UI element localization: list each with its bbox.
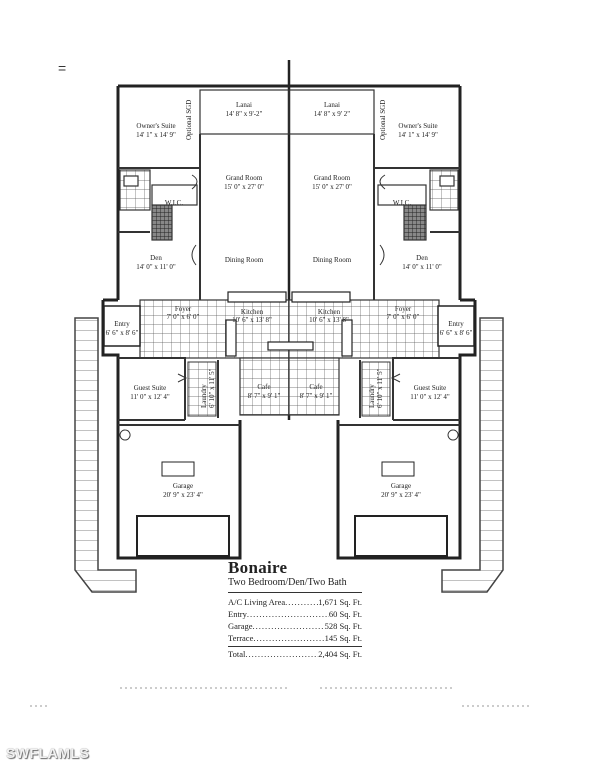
- svg-text:Owner's Suite: Owner's Suite: [398, 122, 437, 130]
- area-row: Terrace 145 Sq. Ft.: [228, 632, 362, 644]
- area-label: Entry: [228, 609, 247, 619]
- svg-text:15' 0" x 27' 0": 15' 0" x 27' 0": [224, 183, 264, 191]
- svg-text:11' 0" x 12' 4": 11' 0" x 12' 4": [130, 393, 170, 401]
- plan-subtitle: Two Bedroom/Den/Two Bath: [228, 577, 347, 588]
- area-value: 1,671 Sq. Ft.: [318, 597, 362, 607]
- svg-text:Owner's Suite: Owner's Suite: [136, 122, 175, 130]
- watermark: SWFLAMLS: [6, 745, 90, 761]
- svg-text:Entry: Entry: [114, 320, 130, 328]
- svg-text:Cafe: Cafe: [309, 383, 322, 391]
- area-value: 60 Sq. Ft.: [328, 609, 362, 619]
- svg-text:Foyer: Foyer: [175, 305, 192, 313]
- svg-text:W.I.C.: W.I.C.: [165, 199, 183, 207]
- svg-text:Garage: Garage: [391, 482, 411, 490]
- svg-text:10' 6" x 13' 8": 10' 6" x 13' 8": [232, 316, 272, 324]
- owners-suite-walls: [118, 134, 460, 300]
- lanai-area: [199, 89, 375, 135]
- area-value: 528 Sq. Ft.: [324, 621, 362, 631]
- svg-text:Foyer: Foyer: [395, 305, 412, 313]
- brick-walkways: [74, 317, 504, 593]
- tiled-floor: [139, 299, 440, 416]
- svg-text:Cafe: Cafe: [257, 383, 270, 391]
- svg-text:Kitchen: Kitchen: [241, 308, 264, 316]
- area-value: 145 Sq. Ft.: [324, 633, 362, 643]
- area-row: A/C Living Area 1,671 Sq. Ft.: [228, 596, 362, 608]
- svg-text:Laundry: Laundry: [368, 384, 376, 408]
- area-label: Garage: [228, 621, 253, 631]
- leader-dots: [253, 632, 324, 644]
- svg-text:6' 6" x 8' 6": 6' 6" x 8' 6": [106, 329, 139, 337]
- svg-text:Laundry: Laundry: [200, 384, 208, 408]
- area-row: Garage 528 Sq. Ft.: [228, 620, 362, 632]
- area-label: Terrace: [228, 633, 254, 643]
- area-row: Entry 60 Sq. Ft.: [228, 608, 362, 620]
- svg-text:11' 0" x 12' 4": 11' 0" x 12' 4": [410, 393, 450, 401]
- svg-text:14' 1" x 14' 9": 14' 1" x 14' 9": [136, 131, 176, 139]
- svg-text:Lanai: Lanai: [236, 101, 252, 109]
- leader-dots: [247, 608, 329, 620]
- svg-text:14' 0" x 11' 0": 14' 0" x 11' 0": [136, 263, 176, 271]
- svg-text:14' 8" x 9' 2": 14' 8" x 9' 2": [314, 110, 350, 118]
- room-labels-left: Lanai 14' 8" x 9'-2" Owner's Suite 14' 1…: [106, 100, 281, 499]
- svg-text:14' 8" x 9'-2": 14' 8" x 9'-2": [226, 110, 263, 118]
- svg-text:20' 9" x 23' 4": 20' 9" x 23' 4": [163, 491, 203, 499]
- laundry: [187, 361, 391, 417]
- garage-doors: [136, 461, 448, 557]
- plan-legend: Bonaire Two Bedroom/Den/Two Bath A/C Liv…: [228, 558, 362, 660]
- owner-bath: [119, 169, 459, 241]
- scan-artifacts: [30, 687, 530, 707]
- svg-text:Dining Room: Dining Room: [313, 256, 352, 264]
- svg-text:10' 6" x 13' 8": 10' 6" x 13' 8": [309, 316, 349, 324]
- plan-title: Bonaire: [228, 558, 288, 577]
- leader-dots: [245, 648, 318, 660]
- svg-text:7' 0" x 6' 0": 7' 0" x 6' 0": [387, 313, 420, 321]
- leader-dots: [253, 620, 325, 632]
- svg-text:6' 6" x 8' 6": 6' 6" x 8' 6": [440, 329, 473, 337]
- svg-text:Grand Room: Grand Room: [314, 174, 351, 182]
- svg-text:Den: Den: [416, 254, 428, 262]
- svg-text:6' 10" x 11' 5": 6' 10" x 11' 5": [376, 368, 384, 408]
- legend-divider: [228, 592, 362, 593]
- svg-text:7' 0" x 6' 0": 7' 0" x 6' 0": [167, 313, 200, 321]
- exterior-walls: [101, 84, 477, 560]
- svg-text:15' 0" x 27' 0": 15' 0" x 27' 0": [312, 183, 352, 191]
- svg-text:Guest Suite: Guest Suite: [414, 384, 446, 392]
- svg-text:Lanai: Lanai: [324, 101, 340, 109]
- entry-rooms: [103, 305, 475, 347]
- svg-text:W.I.C.: W.I.C.: [393, 199, 411, 207]
- area-label: A/C Living Area: [228, 597, 286, 607]
- svg-text:Den: Den: [150, 254, 162, 262]
- svg-text:Kitchen: Kitchen: [318, 308, 341, 316]
- svg-text:8' 7" x 9' 1": 8' 7" x 9' 1": [300, 392, 333, 400]
- guest-suite-walls: [118, 357, 460, 421]
- door-swings: [119, 174, 459, 441]
- svg-text:6' 10" x 11' 5": 6' 10" x 11' 5": [208, 368, 216, 408]
- room-labels-right: Lanai 14' 8" x 9' 2" Owner's Suite 14' 1…: [300, 100, 473, 499]
- leader-dots: [285, 596, 318, 608]
- total-row: Total 2,404 Sq. Ft.: [228, 646, 362, 660]
- svg-text:Guest Suite: Guest Suite: [134, 384, 166, 392]
- corner-mark: =: [58, 60, 67, 76]
- svg-text:20' 9" x 23' 4": 20' 9" x 23' 4": [381, 491, 421, 499]
- svg-text:14' 0" x 11' 0": 14' 0" x 11' 0": [402, 263, 442, 271]
- svg-text:Grand Room: Grand Room: [226, 174, 263, 182]
- svg-text:8' 7" x 9' 1": 8' 7" x 9' 1": [248, 392, 281, 400]
- total-label: Total: [228, 649, 246, 659]
- kitchen-counters: [225, 291, 353, 357]
- svg-text:Garage: Garage: [173, 482, 193, 490]
- total-value: 2,404 Sq. Ft.: [318, 649, 362, 659]
- svg-text:14' 1" x 14' 9": 14' 1" x 14' 9": [398, 131, 438, 139]
- svg-text:Optional SGD: Optional SGD: [379, 100, 387, 140]
- svg-text:Entry: Entry: [448, 320, 464, 328]
- svg-text:Optional SGD: Optional SGD: [185, 100, 193, 140]
- svg-text:Dining Room: Dining Room: [225, 256, 264, 264]
